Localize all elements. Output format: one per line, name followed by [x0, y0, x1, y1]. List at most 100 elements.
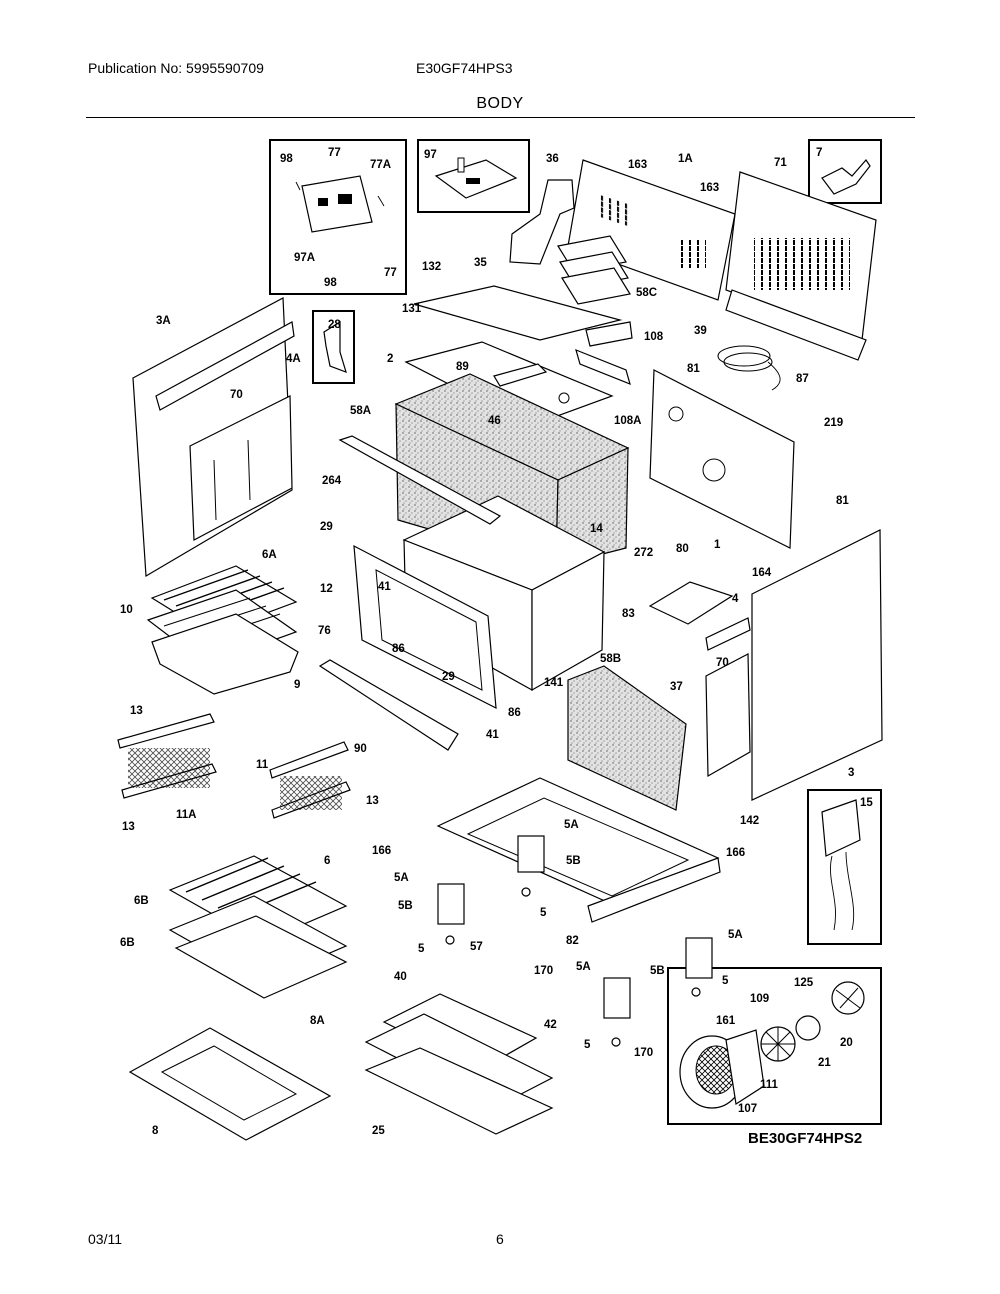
- label-12: 12: [320, 583, 333, 595]
- label-219: 219: [824, 417, 843, 429]
- diagram-code: BE30GF74HPS2: [748, 1130, 862, 1147]
- relay-board-inset: [417, 139, 530, 213]
- label-77A: 77A: [370, 159, 391, 171]
- label-90: 90: [354, 743, 367, 755]
- label-86: 86: [392, 643, 405, 655]
- label-170-b: 170: [634, 1047, 653, 1059]
- label-8A: 8A: [310, 1015, 325, 1027]
- trim-264: [338, 435, 502, 525]
- label-87: 87: [796, 373, 809, 385]
- label-77: 77: [328, 147, 341, 159]
- label-13: 13: [130, 705, 143, 717]
- label-97A: 97A: [294, 252, 315, 264]
- label-70: 70: [230, 389, 243, 401]
- back-panel-1A: [567, 159, 736, 301]
- label-9: 9: [294, 679, 300, 691]
- rack-slides-11: [269, 741, 351, 819]
- label-41: 41: [378, 581, 391, 593]
- label-10: 10: [120, 604, 133, 616]
- label-6: 6: [324, 855, 330, 867]
- label-2: 2: [387, 353, 393, 365]
- label-164: 164: [752, 567, 772, 579]
- label-3: 3: [848, 767, 854, 779]
- callout-labels: 98 77 77A 97A 98 77 97 36 163 1A 163 71 …: [120, 147, 873, 1137]
- label-29: 29: [320, 521, 333, 533]
- label-14: 14: [590, 523, 603, 535]
- label-36: 36: [546, 153, 559, 165]
- header-rule: [86, 117, 915, 118]
- convection-fan-inset: [667, 967, 882, 1125]
- label-5B: 5B: [566, 855, 581, 867]
- bracket-inset: [808, 139, 882, 204]
- footer-date: 03/11: [88, 1231, 122, 1247]
- label-39: 39: [694, 325, 707, 337]
- model-number: E30GF74HPS3: [416, 60, 513, 76]
- label-163-b: 163: [700, 182, 719, 194]
- label-81-b: 81: [836, 495, 849, 507]
- label-125: 125: [794, 977, 814, 989]
- label-81: 81: [687, 363, 700, 375]
- side-shield-70-left: [189, 395, 293, 541]
- label-6B: 6B: [134, 895, 149, 907]
- label-142: 142: [740, 815, 759, 827]
- label-77-b: 77: [384, 267, 397, 279]
- label-15: 15: [860, 797, 873, 809]
- label-41-b: 41: [486, 729, 499, 741]
- top-shield-131: [413, 285, 623, 341]
- label-163: 163: [628, 159, 647, 171]
- label-170: 170: [534, 965, 553, 977]
- label-58C: 58C: [636, 287, 657, 299]
- side-shield-70-right: [705, 653, 751, 778]
- label-5A: 5A: [564, 819, 579, 831]
- label-1A: 1A: [678, 153, 693, 165]
- section-title: BODY: [476, 95, 524, 112]
- label-97: 97: [424, 149, 437, 161]
- label-131: 131: [402, 303, 422, 315]
- label-161: 161: [716, 1015, 736, 1027]
- label-264: 264: [322, 475, 342, 487]
- label-13-c: 13: [122, 821, 135, 833]
- label-107: 107: [738, 1103, 757, 1115]
- duct-36: [509, 179, 575, 265]
- label-28: 28: [328, 319, 341, 331]
- oven-rack-6B: [168, 895, 348, 999]
- label-6B-b: 6B: [120, 937, 135, 949]
- label-71: 71: [774, 157, 787, 169]
- back-wall-1: [649, 369, 795, 549]
- label-272: 272: [634, 547, 653, 559]
- kickplate-90: [318, 659, 459, 751]
- insulation-58B: [567, 665, 687, 811]
- insulation-pads-58C: [557, 235, 631, 305]
- drawer-8: [128, 1027, 332, 1141]
- leveling-legs: [437, 835, 713, 1047]
- control-board-inset: [269, 139, 407, 295]
- label-13-b: 13: [366, 795, 379, 807]
- label-5-b: 5: [418, 943, 425, 955]
- label-3A: 3A: [156, 315, 171, 327]
- label-25: 25: [372, 1125, 385, 1137]
- label-11A: 11A: [176, 809, 196, 821]
- label-29-b: 29: [442, 671, 455, 683]
- label-89: 89: [456, 361, 469, 373]
- label-83: 83: [622, 608, 635, 620]
- door-frame-76: [353, 544, 497, 710]
- label-7: 7: [816, 147, 822, 159]
- label-5-d: 5: [584, 1039, 591, 1051]
- label-4A: 4A: [286, 353, 301, 365]
- label-58B: 58B: [600, 653, 621, 665]
- base-frame-82: [436, 777, 721, 923]
- label-5: 5: [540, 907, 547, 919]
- label-80: 80: [676, 543, 689, 555]
- label-5A-b: 5A: [394, 872, 409, 884]
- label-98: 98: [280, 153, 293, 165]
- label-5B-c: 5B: [650, 965, 665, 977]
- label-35: 35: [474, 257, 487, 269]
- label-5-c: 5: [722, 975, 729, 987]
- label-11: 11: [256, 759, 269, 771]
- label-98-b: 98: [324, 277, 337, 289]
- drawer-box-40: [364, 993, 554, 1135]
- label-109: 109: [750, 993, 769, 1005]
- rack-slides-11A: [117, 713, 217, 799]
- label-46: 46: [488, 415, 501, 427]
